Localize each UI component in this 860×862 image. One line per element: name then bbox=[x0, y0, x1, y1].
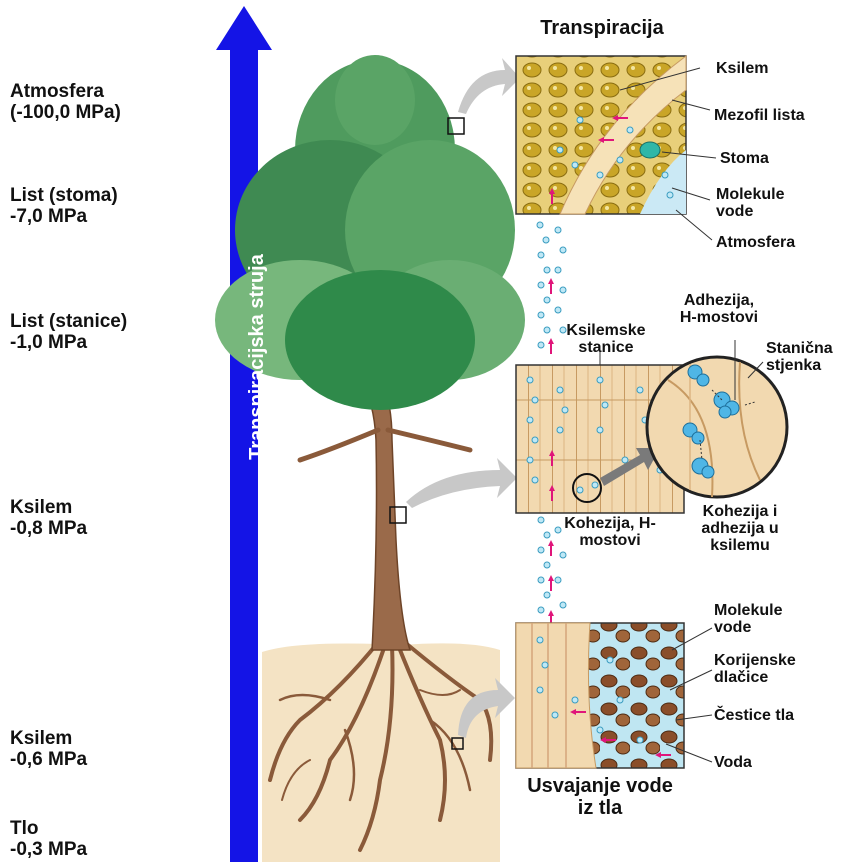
label-atmosphere: Atmosfera bbox=[716, 234, 795, 251]
label-xylem-cells: Ksilemske stanice bbox=[556, 322, 656, 356]
label-mesophyll: Mezofil lista bbox=[714, 107, 805, 124]
level-value: -0,3 MPa bbox=[10, 839, 87, 860]
level-name: List (stanice) bbox=[10, 311, 127, 332]
transpiration-label: Transpiracijska struja bbox=[245, 312, 269, 402]
level-soil: Tlo -0,3 MPa bbox=[10, 818, 87, 860]
level-value: (-100,0 MPa) bbox=[10, 102, 121, 123]
level-value: -1,0 MPa bbox=[10, 332, 127, 353]
level-leaf-stoma: List (stoma) -7,0 MPa bbox=[10, 185, 118, 227]
level-value: -7,0 MPa bbox=[10, 206, 118, 227]
level-name: Ksilem bbox=[10, 728, 87, 749]
level-name: Ksilem bbox=[10, 497, 87, 518]
leaf-panel bbox=[516, 56, 686, 214]
level-name: Tlo bbox=[10, 818, 87, 839]
label-adhesion: Adhezija, H-mostovi bbox=[674, 292, 764, 326]
label-xylem: Ksilem bbox=[716, 60, 768, 77]
transpiration-title: Transpiracija bbox=[512, 17, 692, 40]
label-root-hairs: Korijenske dlačice bbox=[714, 652, 824, 686]
soil-ground bbox=[262, 643, 500, 862]
level-leaf-cells: List (stanice) -1,0 MPa bbox=[10, 311, 127, 353]
label-stoma: Stoma bbox=[720, 150, 769, 167]
level-atmosphere: Atmosfera (-100,0 MPa) bbox=[10, 81, 121, 123]
level-xylem-stem: Ksilem -0,8 MPa bbox=[10, 497, 87, 539]
level-value: -0,6 MPa bbox=[10, 749, 87, 770]
label-water: Voda bbox=[714, 754, 752, 771]
label-soil-particles: Čestice tla bbox=[714, 707, 794, 724]
zoom-circle bbox=[647, 357, 787, 497]
water-uptake-title: Usvajanje vode iz tla bbox=[520, 775, 680, 819]
level-xylem-root: Ksilem -0,6 MPa bbox=[10, 728, 87, 770]
label-cohesion: Kohezija, H-mostovi bbox=[560, 515, 660, 549]
label-water-molecules-soil: Molekule vode bbox=[714, 602, 794, 636]
label-water-molecules: Molekule vode bbox=[716, 186, 786, 220]
label-cohesion-adhesion: Kohezija i adhezija u ksilemu bbox=[684, 503, 796, 554]
level-name: Atmosfera bbox=[10, 81, 121, 102]
label-cell-wall: Stanična stjenka bbox=[766, 340, 852, 374]
level-value: -0,8 MPa bbox=[10, 518, 87, 539]
level-name: List (stoma) bbox=[10, 185, 118, 206]
root-panel bbox=[516, 623, 684, 768]
